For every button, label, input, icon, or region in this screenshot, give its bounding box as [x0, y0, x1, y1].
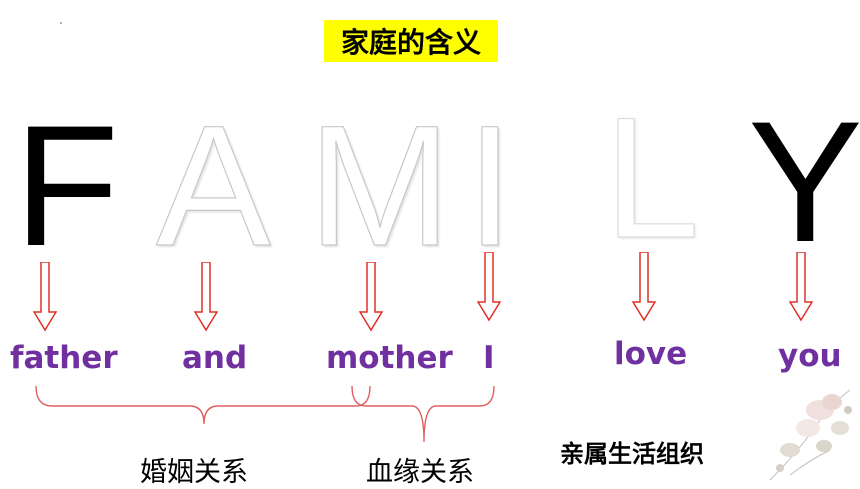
down-arrow-icon — [632, 252, 656, 322]
letter-m: M — [307, 90, 452, 282]
down-arrow-icon — [359, 262, 383, 332]
slide-title: 家庭的含义 — [324, 20, 498, 62]
word-father: father — [10, 340, 118, 376]
flower-decoration-icon — [769, 389, 852, 481]
down-arrow-icon — [477, 252, 501, 322]
down-arrow-icon — [194, 262, 218, 332]
letter-i: I — [465, 90, 514, 282]
letter-a: A — [155, 90, 271, 282]
letter-f: F — [14, 90, 120, 282]
down-arrow-icon — [33, 262, 57, 332]
word-i: I — [483, 340, 495, 376]
label-blood: 血缘关系 — [366, 457, 474, 488]
slide-dot — [60, 22, 62, 24]
label-marriage: 婚姻关系 — [140, 457, 248, 488]
word-you: you — [778, 338, 842, 374]
word-love: love — [614, 336, 688, 372]
down-arrow-icon — [789, 252, 813, 322]
letter-y: Y — [748, 86, 860, 278]
label-kinship: 亲属生活组织 — [560, 440, 704, 468]
word-and: and — [182, 340, 248, 376]
word-mother: mother — [326, 340, 453, 376]
letter-l: L — [604, 82, 701, 274]
